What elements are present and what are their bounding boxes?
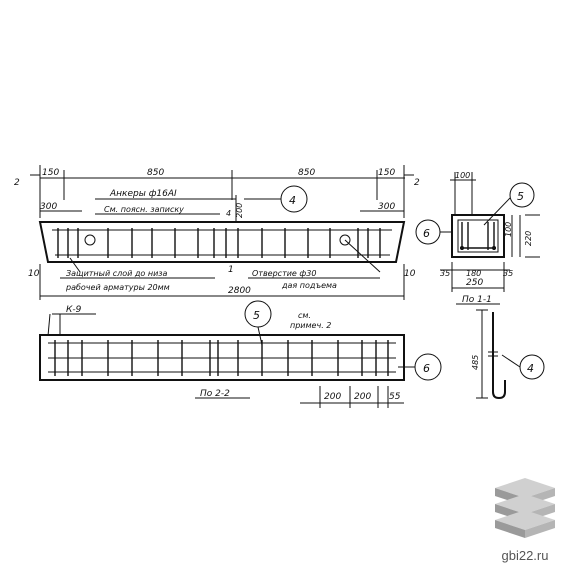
top-dimension-chain: 150 850 850 150 2 2 <box>14 165 420 218</box>
callout-6-section: 6 <box>415 219 452 245</box>
dim-150-left: 150 <box>42 168 59 178</box>
anchor-hook: 485 <box>471 309 506 400</box>
label-see-note: См. поясн. записку <box>104 205 184 214</box>
svg-text:35: 35 <box>503 269 513 278</box>
svg-text:180: 180 <box>466 269 481 278</box>
svg-text:5: 5 <box>517 190 524 203</box>
dim-mid-1: 1 <box>228 265 234 275</box>
dim-850-left: 850 <box>147 168 164 178</box>
dim-10-right: 10 <box>404 269 416 279</box>
svg-text:485: 485 <box>471 355 480 370</box>
watermark-site: gbi22.ru <box>501 548 549 563</box>
svg-text:4: 4 <box>289 194 296 207</box>
svg-text:100: 100 <box>504 222 513 237</box>
watermark: gbi22.ru <box>480 470 570 570</box>
svg-text:250: 250 <box>466 278 483 288</box>
callout-4-hook: 4 <box>501 354 545 380</box>
dim-2-right: 2 <box>414 178 420 188</box>
label-cover: Защитный слой до низа <box>66 269 168 278</box>
callout-4-top: 4 <box>244 185 308 213</box>
label-anchors: Анкеры ф16АI <box>109 189 177 199</box>
svg-text:55: 55 <box>389 392 401 402</box>
svg-text:220: 220 <box>524 231 533 246</box>
callout-5-bottom: 5 <box>244 300 272 346</box>
svg-text:200: 200 <box>324 392 341 402</box>
svg-text:100: 100 <box>455 171 470 180</box>
beam-elevation <box>38 221 406 273</box>
dim-mid-200: 200 <box>235 203 244 218</box>
dim-mid-4: 4 <box>226 209 231 218</box>
stacked-slabs-icon <box>495 478 555 538</box>
svg-text:35: 35 <box>440 269 450 278</box>
dim-10-left: 10 <box>28 269 40 279</box>
lift-hole-left <box>84 234 96 246</box>
beam-plan <box>39 334 405 381</box>
label-k9: К-9 <box>66 305 82 315</box>
dim-300-left: 300 <box>40 202 57 212</box>
svg-text:5: 5 <box>253 309 260 322</box>
label-section-1: По 1-1 <box>462 295 492 305</box>
svg-text:4: 4 <box>527 362 534 375</box>
label-hole-2: дая подъема <box>281 281 337 290</box>
label-cover-2: рабочей арматуры 20мм <box>65 283 170 292</box>
svg-text:6: 6 <box>423 227 430 240</box>
label-section-2: По 2-2 <box>200 389 230 399</box>
label-prim-2: примеч. 2 <box>290 321 331 330</box>
dim-150-right: 150 <box>378 168 395 178</box>
dim-2800: 2800 <box>228 286 251 296</box>
bottom-dimension-chain: 200 200 55 <box>300 386 404 408</box>
dim-850-right: 850 <box>298 168 315 178</box>
lift-hole-right <box>339 234 351 246</box>
dim-300-right: 300 <box>378 202 395 212</box>
callout-6-bottom: 6 <box>398 353 442 381</box>
callout-5-section: 5 <box>483 182 535 226</box>
section-1-1: 100 100 220 35 180 35 250 <box>440 171 540 292</box>
label-hole: Отверстие ф30 <box>252 269 316 278</box>
svg-text:6: 6 <box>423 362 430 375</box>
svg-text:200: 200 <box>354 392 371 402</box>
label-see: см. <box>298 311 311 320</box>
dim-2-left: 2 <box>14 178 20 188</box>
